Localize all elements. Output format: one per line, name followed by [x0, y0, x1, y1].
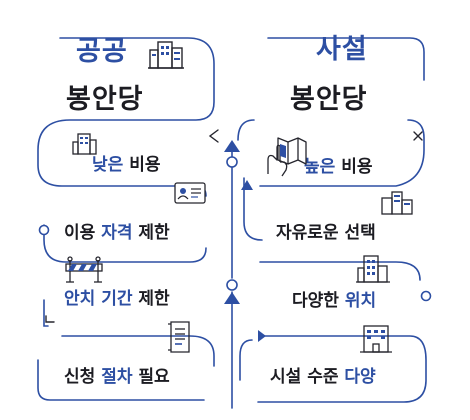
private-item-2: 자유로운 선택	[276, 222, 376, 244]
node-circle-icon	[226, 279, 238, 291]
public-item-2: 이용 자격 제한	[64, 222, 170, 244]
chevron-left-icon	[208, 129, 219, 143]
barrier-icon	[65, 256, 103, 283]
private-title-line1: 사설	[316, 34, 368, 65]
map-hand-icon	[267, 137, 307, 177]
private-item-1: 높은 비용	[304, 156, 372, 178]
public-item-3-part-1: 안치 기간	[64, 289, 133, 309]
public-item-4-part-1: 신청	[64, 367, 102, 387]
public-item-3-part-2: 제한	[132, 289, 170, 309]
cross-icon	[413, 131, 423, 141]
building-icon	[148, 41, 184, 69]
private-item-1-part-2: 비용	[335, 157, 373, 177]
node-circle-icon	[38, 224, 50, 236]
private-item-3-part-1: 다양한	[292, 291, 345, 311]
buildings-icon	[381, 191, 413, 215]
public-item-1-part-2: 비용	[123, 155, 161, 175]
node-circle-icon	[420, 290, 432, 302]
public-item-4-part-3: 필요	[132, 367, 170, 387]
arrow-up-icon	[224, 292, 240, 304]
private-item-3-part-2: 위치	[344, 291, 377, 311]
private-title-line2: 봉안당	[290, 84, 368, 115]
node-circle-icon	[226, 156, 238, 168]
document-icon	[168, 321, 190, 353]
office-icon	[360, 325, 392, 353]
private-item-3: 다양한 위치	[292, 290, 376, 312]
public-item-4-part-2: 절차	[101, 367, 133, 387]
public-title-line2: 봉안당	[66, 84, 144, 115]
private-item-4-part-2: 다양	[344, 367, 376, 387]
private-item-4-part-1: 시설 수준	[270, 367, 345, 387]
public-item-2-part-2: 자격	[101, 223, 133, 243]
public-item-1: 낮은 비용	[92, 154, 160, 176]
public-item-2-part-1: 이용	[64, 223, 102, 243]
public-item-2-part-3: 제한	[132, 223, 170, 243]
public-item-3: 안치 기간 제한	[64, 288, 170, 310]
id-card-icon	[174, 182, 206, 204]
corner-mark-icon	[45, 315, 55, 323]
arrow-up-icon	[224, 140, 240, 152]
private-item-4: 시설 수준 다양	[270, 366, 376, 388]
public-item-4: 신청 절차 필요	[64, 366, 170, 388]
public-item-1-part-1: 낮은	[92, 155, 124, 175]
city-icon	[356, 255, 390, 283]
private-item-1-part-1: 높은	[304, 157, 336, 177]
office-building-icon	[72, 133, 97, 155]
public-title-line1: 공공	[76, 36, 128, 67]
private-item-2-part-1: 자유로운 선택	[276, 223, 376, 243]
